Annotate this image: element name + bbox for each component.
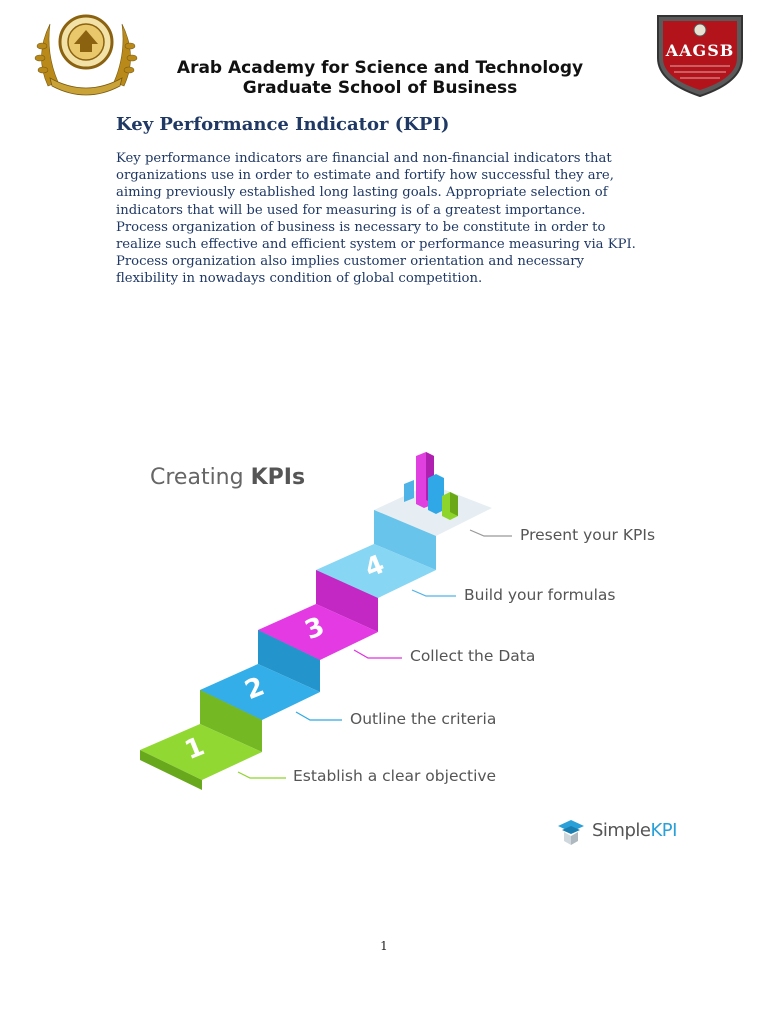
step-1: 1 (140, 690, 262, 790)
academy-emblem-logo (28, 6, 144, 96)
step-5-label: Present your KPIs (520, 526, 656, 544)
simplekpi-logo-icon (556, 816, 586, 846)
page-number: 1 (380, 939, 388, 953)
section-heading: Key Performance Indicator (KPI) (116, 114, 450, 135)
step-4-label: Build your formulas (464, 586, 616, 604)
school-name: Graduate School of Business (242, 78, 518, 98)
brand-suffix: KPI (650, 820, 677, 841)
mini-bar-chart (404, 452, 458, 520)
institution-name: Arab Academy for Science and Technology (176, 58, 584, 78)
step-2-label: Outline the criteria (350, 710, 497, 728)
body-paragraph: Key performance indicators are financial… (116, 151, 636, 287)
simplekpi-brand: SimpleKPI (592, 820, 677, 841)
brand-prefix: Simple (592, 820, 651, 841)
infographic-title-prefix: Creating (150, 465, 251, 490)
step-1-label: Establish a clear objective (293, 767, 497, 785)
aagsb-shield-logo: AAGSB (652, 8, 748, 100)
step-3-label: Collect the Data (410, 647, 536, 665)
infographic-title-bold: KPIs (250, 465, 306, 490)
kpi-staircase-graphic: 4 3 2 1 (140, 452, 512, 790)
infographic-title: Creating KPIs (150, 465, 305, 490)
badge-text: AAGSB (665, 41, 735, 60)
